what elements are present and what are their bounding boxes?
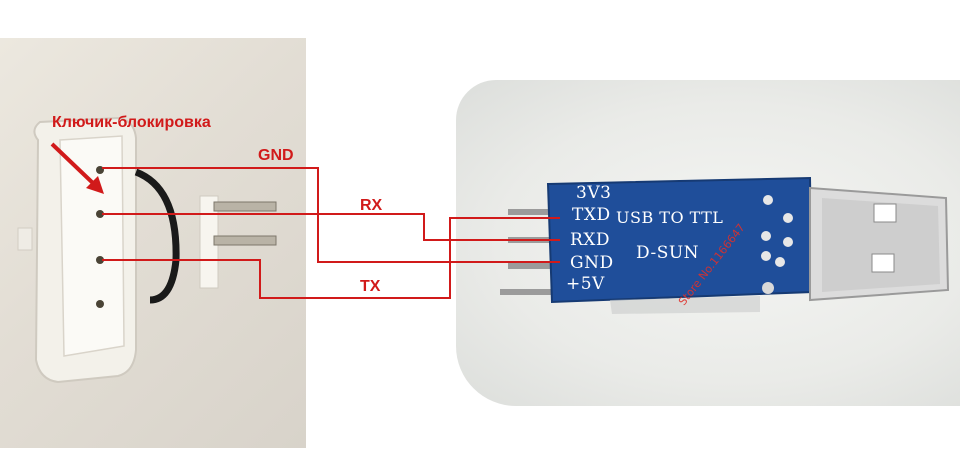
socket-3 [96,256,104,264]
wires [102,167,560,299]
header-pin [508,209,560,215]
lock-key-arrow [50,142,104,194]
socket-2 [96,210,104,218]
header-pin [500,289,560,295]
header-pin [508,263,560,269]
pin-label-rxd: RXD [570,230,611,250]
metal-pin-top [213,201,277,212]
connector-plug [17,116,277,384]
wire-rx [102,213,560,241]
socket-4 [96,300,104,308]
pin-label-txd: TXD [572,205,611,225]
board-subtitle: D-SUN [636,243,700,263]
pin-label-3v3: 3V3 [576,183,612,203]
usb-hole [873,203,897,223]
pin-label-gnd: GND [570,253,614,273]
tx-wire-label: TX [360,278,381,295]
board-title: USB TO TTL [616,208,724,227]
rx-wire-label: RX [360,197,383,214]
metal-pin-bottom [213,235,277,246]
lock-key-label: Ключик-блокировка [52,114,211,131]
pin-label-5v: +5V [566,274,605,294]
usb-hole [871,253,895,273]
wire-tx [102,217,560,299]
gnd-wire-label: GND [258,147,294,164]
usb-ttl-board [500,176,950,314]
